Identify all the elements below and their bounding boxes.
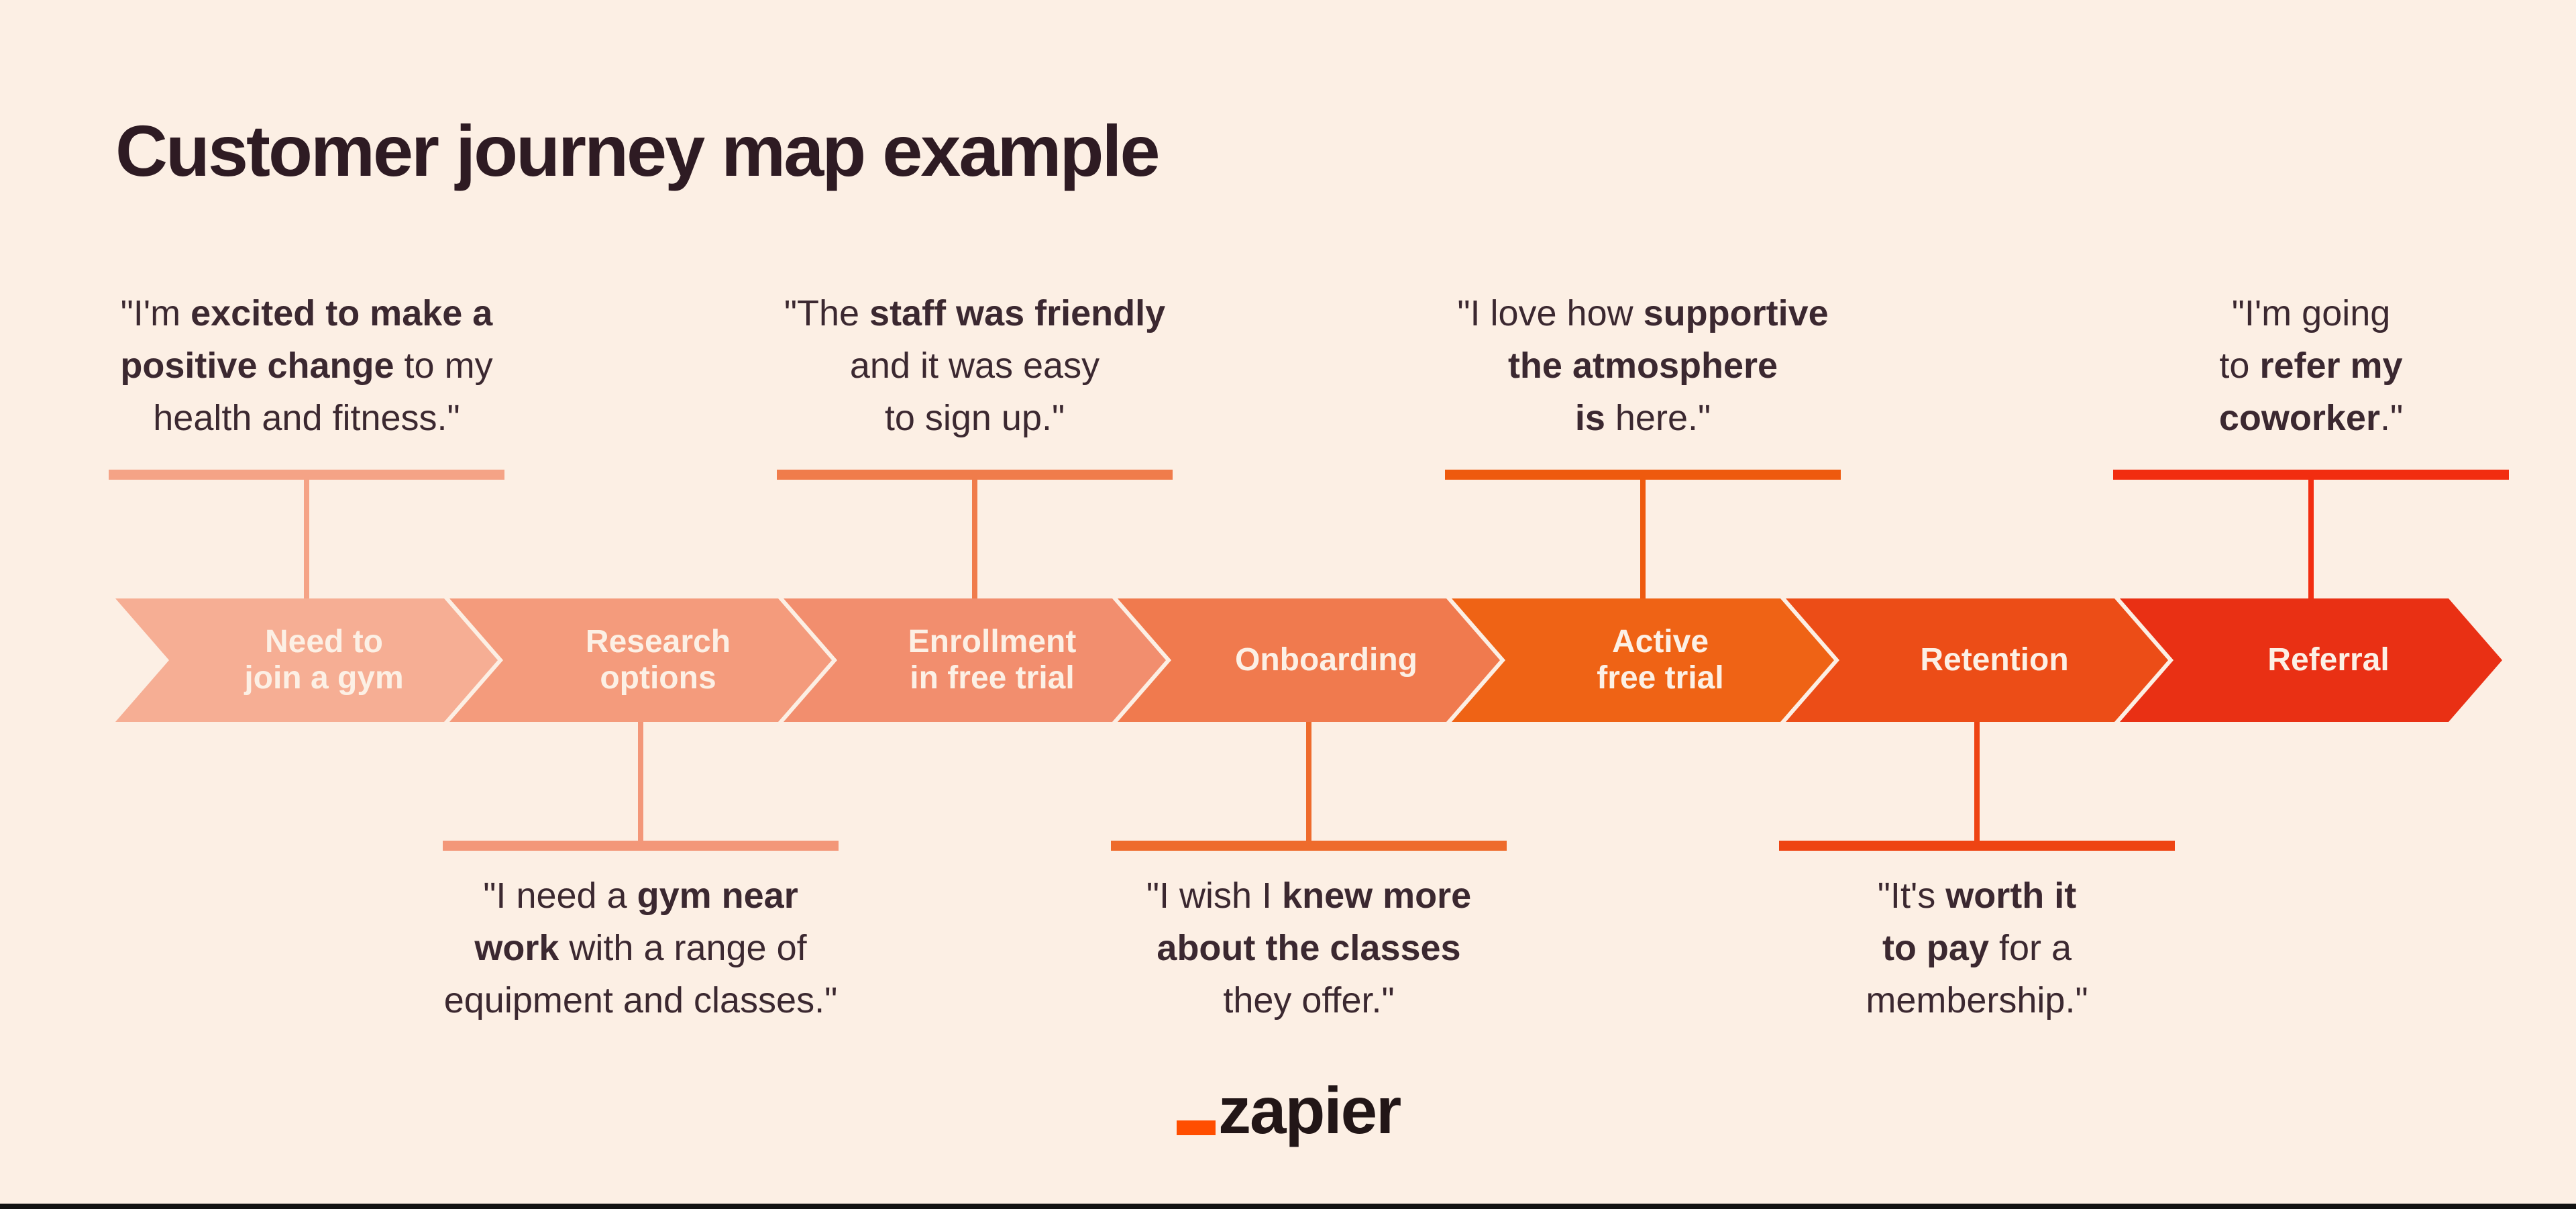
connector-bar-research-options [443, 841, 839, 851]
stage-need-to-join-a-gym: Need to join a gym [115, 598, 498, 722]
connector-stem-enrollment-in-free-trial [972, 480, 977, 598]
connector-stem-need-to-join-a-gym [304, 480, 309, 598]
screen-bottom-edge [0, 1204, 2576, 1209]
connector-stem-onboarding [1306, 722, 1311, 841]
stage-active-free-trial: Active free trial [1452, 598, 1834, 722]
connector-bar-referral [2113, 470, 2509, 480]
page-title: Customer journey map example [115, 110, 1161, 191]
connector-bar-retention [1779, 841, 2175, 851]
stage-onboarding: Onboarding [1118, 598, 1500, 722]
stage-referral: Referral [2120, 598, 2502, 722]
connector-bar-active-free-trial [1445, 470, 1841, 480]
connector-stem-referral [2308, 480, 2314, 598]
stage-retention: Retention [1786, 598, 2168, 722]
connector-bar-need-to-join-a-gym [109, 470, 504, 480]
zapier-logo-text: zapier [1218, 1073, 1401, 1147]
zapier-logo: zapier [1177, 1073, 1401, 1147]
connector-bar-onboarding [1111, 841, 1507, 851]
stage-research-options: Research options [449, 598, 832, 722]
stage-enrollment-in-free-trial: Enrollment in free trial [784, 598, 1166, 722]
connector-stem-retention [1974, 722, 1980, 841]
connector-stem-active-free-trial [1640, 480, 1646, 598]
zapier-underscore-icon [1177, 1120, 1216, 1135]
connector-bar-enrollment-in-free-trial [777, 470, 1173, 480]
connector-stem-research-options [638, 722, 643, 841]
